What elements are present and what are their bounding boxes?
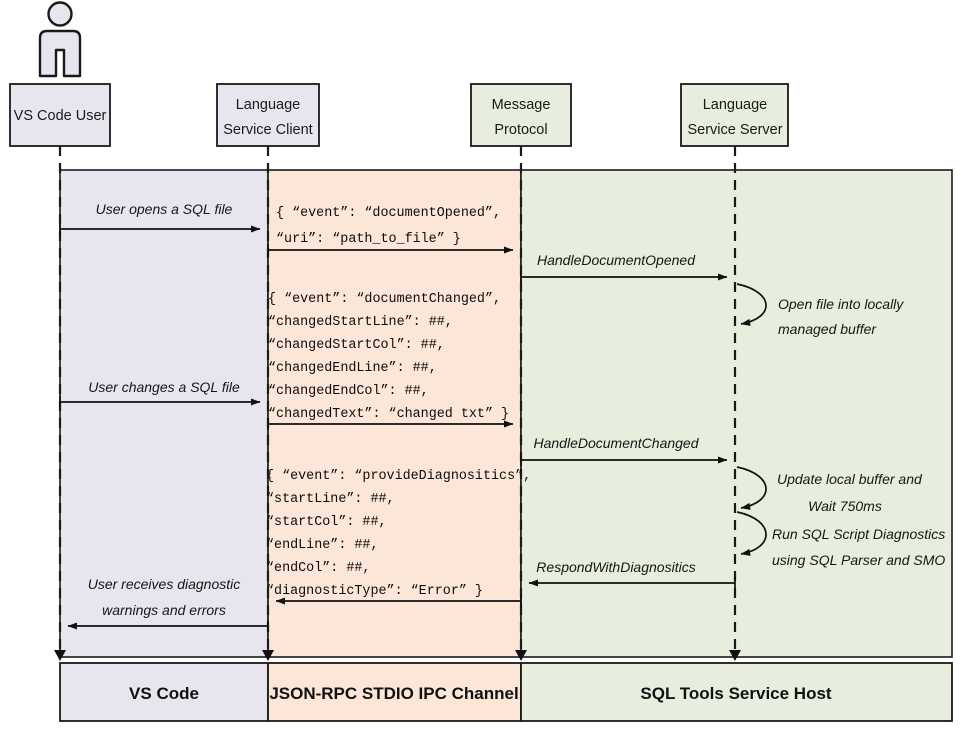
footer-band-vs-code[interactable]: VS Code [59, 662, 269, 722]
self-call-label-update-buffer-line2: Wait 750ms [808, 498, 882, 514]
json-line: “startCol”: ##, [266, 515, 387, 530]
self-call-open-file[interactable]: Open file into locally managed buffer [736, 283, 904, 337]
self-call-label-open-file-line1: Open file into locally [778, 296, 904, 312]
participant-label-message-protocol-line1: Message [492, 97, 551, 113]
message-label-user-receives-line2: warnings and errors [102, 602, 226, 618]
message-label-handle-document-opened: HandleDocumentOpened [537, 252, 696, 268]
footer-label-json-rpc: JSON-RPC STDIO IPC Channel [269, 684, 518, 703]
message-user-changes-sql-file[interactable]: User changes a SQL file [59, 379, 261, 408]
message-label-user-changes-sql-file: User changes a SQL file [88, 379, 240, 395]
json-line: “diagnosticType”: “Error” } [266, 584, 483, 599]
band-json-rpc [267, 169, 522, 658]
message-handle-document-opened[interactable]: HandleDocumentOpened [520, 252, 728, 283]
actor-person-icon [38, 1, 82, 78]
footer-label-sql-tools: SQL Tools Service Host [640, 684, 831, 703]
json-line: “changedEndCol”: ##, [268, 384, 429, 399]
self-call-label-run-diagnostics-line2: using SQL Parser and SMO [772, 552, 945, 568]
json-line: “uri”: “path_to_file” } [276, 232, 461, 247]
participant-label-language-service-client-line2: Service Client [223, 122, 312, 138]
json-line: “changedStartCol”: ##, [268, 338, 445, 353]
json-line: “changedStartLine”: ##, [268, 315, 453, 330]
json-line: { “event”: “provideDiagnositics”, [266, 469, 531, 484]
participant-header-vscode-user[interactable]: VS Code User [9, 83, 111, 147]
message-label-user-opens-sql-file: User opens a SQL file [96, 201, 233, 217]
footer-label-vs-code: VS Code [129, 684, 199, 703]
participant-label-language-service-server-line2: Service Server [687, 122, 782, 138]
band-sql-tools [520, 169, 953, 658]
message-document-changed-to-protocol[interactable] [267, 418, 514, 430]
message-handle-document-changed[interactable]: HandleDocumentChanged [520, 435, 728, 466]
message-document-opened-to-protocol[interactable] [267, 244, 514, 256]
message-user-opens-sql-file[interactable]: User opens a SQL file [59, 201, 261, 235]
json-line: “endLine”: ##, [266, 538, 379, 553]
participant-label-vscode-user: VS Code User [14, 108, 107, 124]
band-vs-code [59, 169, 269, 658]
participant-label-language-service-client-line1: Language [236, 97, 301, 113]
message-label-respond-with-diagnostics: RespondWithDiagnositics [536, 559, 695, 575]
footer-band-json-rpc[interactable]: JSON-RPC STDIO IPC Channel [267, 662, 522, 722]
message-label-user-receives-line1: User receives diagnostic [88, 576, 241, 592]
self-call-run-diagnostics[interactable]: Run SQL Script Diagnostics using SQL Par… [736, 511, 945, 568]
lifeline-bands [59, 169, 953, 658]
participant-header-language-service-server[interactable]: Language Service Server [680, 83, 789, 147]
message-label-handle-document-changed: HandleDocumentChanged [534, 435, 700, 451]
participant-header-message-protocol[interactable]: Message Protocol [470, 83, 572, 147]
json-line: “changedEndLine”: ##, [268, 361, 437, 376]
json-line: “endCol”: ##, [266, 561, 370, 576]
json-block-document-changed: { “event”: “documentChanged”, “changedSt… [268, 292, 509, 422]
self-call-label-open-file-line2: managed buffer [778, 321, 877, 337]
message-diagnostics-to-client[interactable] [275, 595, 522, 607]
message-respond-with-diagnostics[interactable]: RespondWithDiagnositics [528, 559, 736, 589]
json-block-document-opened: { “event”: “documentOpened”, “uri”: “pat… [276, 206, 501, 247]
json-line: { “event”: “documentChanged”, [268, 292, 501, 307]
message-user-receives-diagnostics[interactable]: User receives diagnostic warnings and er… [67, 576, 269, 632]
lifeline-terminators [54, 650, 741, 661]
self-call-update-buffer[interactable]: Update local buffer and Wait 750ms [736, 466, 923, 514]
footer-band-sql-tools[interactable]: SQL Tools Service Host [520, 662, 953, 722]
json-line: { “event”: “documentOpened”, [276, 206, 501, 221]
self-call-label-run-diagnostics-line1: Run SQL Script Diagnostics [772, 526, 945, 542]
json-line: “startLine”: ##, [266, 492, 395, 507]
participant-header-language-service-client[interactable]: Language Service Client [216, 83, 320, 147]
participant-label-message-protocol-line2: Protocol [494, 122, 547, 138]
json-block-provide-diagnostics: { “event”: “provideDiagnositics”, “start… [266, 469, 531, 599]
json-line: “changedText”: “changed txt” } [268, 407, 509, 422]
self-call-label-update-buffer-line1: Update local buffer and [777, 471, 923, 487]
participant-label-language-service-server-line1: Language [703, 97, 768, 113]
